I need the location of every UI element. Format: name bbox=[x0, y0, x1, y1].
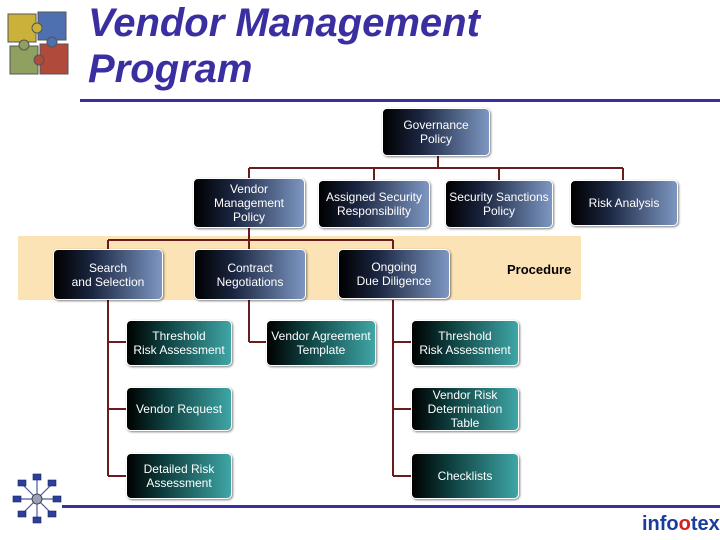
procedure-label: Procedure bbox=[507, 262, 572, 277]
node-governance-policy: Governance Policy bbox=[382, 108, 490, 156]
node-threshold-risk-assessment-right: Threshold Risk Assessment bbox=[411, 320, 519, 366]
page-title: Vendor Management Program bbox=[88, 0, 480, 92]
brand-part-info: info bbox=[642, 513, 679, 535]
title-line-2: Program bbox=[88, 47, 253, 91]
brand-part-tex: tex bbox=[690, 513, 720, 535]
node-threshold-risk-assessment-left: Threshold Risk Assessment bbox=[126, 320, 232, 366]
node-detailed-risk-assessment: Detailed Risk Assessment bbox=[126, 453, 232, 499]
infotex-logo: infootex bbox=[642, 513, 720, 535]
node-search-and-selection: Search and Selection bbox=[53, 249, 163, 300]
brand-part-o: o bbox=[678, 513, 691, 535]
node-risk-analysis: Risk Analysis bbox=[570, 180, 678, 226]
node-checklists: Checklists bbox=[411, 453, 519, 499]
node-contract-negotiations: Contract Negotiations bbox=[194, 249, 306, 300]
node-security-sanctions-policy: Security Sanctions Policy bbox=[445, 180, 553, 228]
node-vendor-agreement-template: Vendor Agreement Template bbox=[266, 320, 376, 366]
title-underline bbox=[80, 99, 720, 102]
title-line-1: Vendor Management bbox=[88, 1, 480, 45]
network-hub-icon bbox=[12, 473, 62, 524]
node-vendor-request: Vendor Request bbox=[126, 387, 232, 431]
node-vendor-risk-determination-table: Vendor Risk Determination Table bbox=[411, 387, 519, 431]
puzzle-logo-icon bbox=[7, 11, 69, 75]
node-assigned-security-responsibility: Assigned Security Responsibility bbox=[318, 180, 430, 228]
node-vendor-management-policy: Vendor Management Policy bbox=[193, 178, 305, 228]
node-ongoing-due-diligence: Ongoing Due Diligence bbox=[338, 249, 450, 299]
footer-rule bbox=[62, 505, 720, 508]
